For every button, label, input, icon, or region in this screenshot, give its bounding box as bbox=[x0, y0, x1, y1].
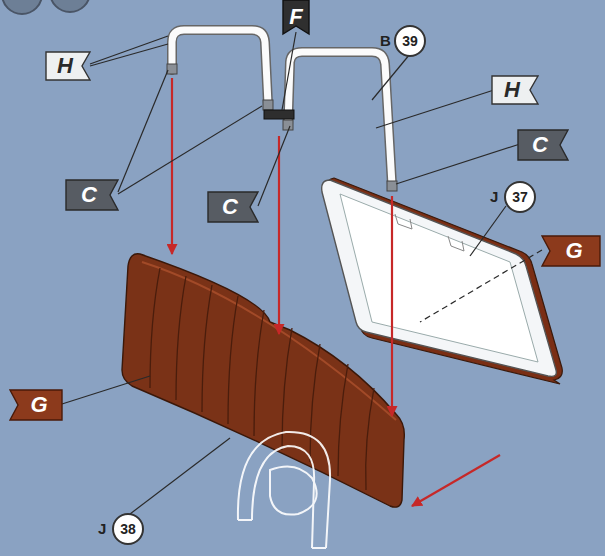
flag-outline bbox=[46, 52, 90, 80]
backrest-panel bbox=[340, 194, 538, 362]
part-letter: H bbox=[46, 52, 90, 80]
part-flag: C bbox=[66, 180, 118, 210]
end-cap bbox=[283, 120, 293, 130]
part-letter: C bbox=[518, 130, 568, 160]
leader-line bbox=[62, 32, 520, 514]
flag-outline bbox=[518, 130, 568, 160]
part-letter: C bbox=[66, 180, 118, 210]
callout-number: J37 bbox=[490, 180, 536, 212]
flag-outline bbox=[492, 76, 538, 104]
callout-number: J38 bbox=[98, 512, 144, 544]
part-flag: G bbox=[10, 390, 62, 420]
seat-cushion bbox=[122, 254, 404, 507]
partial-circle bbox=[50, 0, 90, 12]
part-flag: G bbox=[542, 236, 600, 266]
part-letter: G bbox=[542, 236, 600, 266]
part-flag: C bbox=[208, 192, 258, 222]
backrest-notch bbox=[395, 214, 464, 251]
end-cap bbox=[263, 100, 273, 110]
tube-frame bbox=[172, 30, 392, 185]
end-cap bbox=[167, 64, 177, 74]
part-letter: B bbox=[380, 24, 391, 56]
callout-circle: 39 bbox=[394, 25, 426, 57]
part-flag: H bbox=[46, 52, 90, 80]
joint-clamp bbox=[264, 110, 294, 119]
cushion-rim bbox=[142, 262, 396, 420]
flag-outline bbox=[542, 236, 600, 266]
part-letter: J bbox=[490, 180, 498, 212]
part-letter: J bbox=[98, 512, 106, 544]
part-flag: C bbox=[518, 130, 568, 160]
part-flag: F bbox=[283, 0, 309, 34]
watermark-outline bbox=[238, 432, 330, 548]
flag-outline bbox=[283, 0, 309, 34]
backrest-frame bbox=[322, 180, 557, 376]
hidden-leader-line bbox=[420, 250, 542, 322]
flag-outline bbox=[208, 192, 258, 222]
part-letter: G bbox=[10, 390, 62, 420]
flag-outline bbox=[66, 180, 118, 210]
flag-outline bbox=[10, 390, 62, 420]
cushion-stitching bbox=[150, 268, 374, 490]
callout-circle: 38 bbox=[112, 513, 144, 545]
end-cap bbox=[387, 181, 397, 191]
callout-number: B39 bbox=[380, 24, 426, 56]
part-letter: F bbox=[283, 0, 309, 34]
part-letter: C bbox=[208, 192, 258, 222]
assembly-arrow bbox=[172, 78, 500, 506]
part-flag: H bbox=[492, 76, 538, 104]
part-letter: H bbox=[492, 76, 538, 104]
partial-circle bbox=[2, 0, 42, 14]
callout-circle: 37 bbox=[504, 181, 536, 213]
